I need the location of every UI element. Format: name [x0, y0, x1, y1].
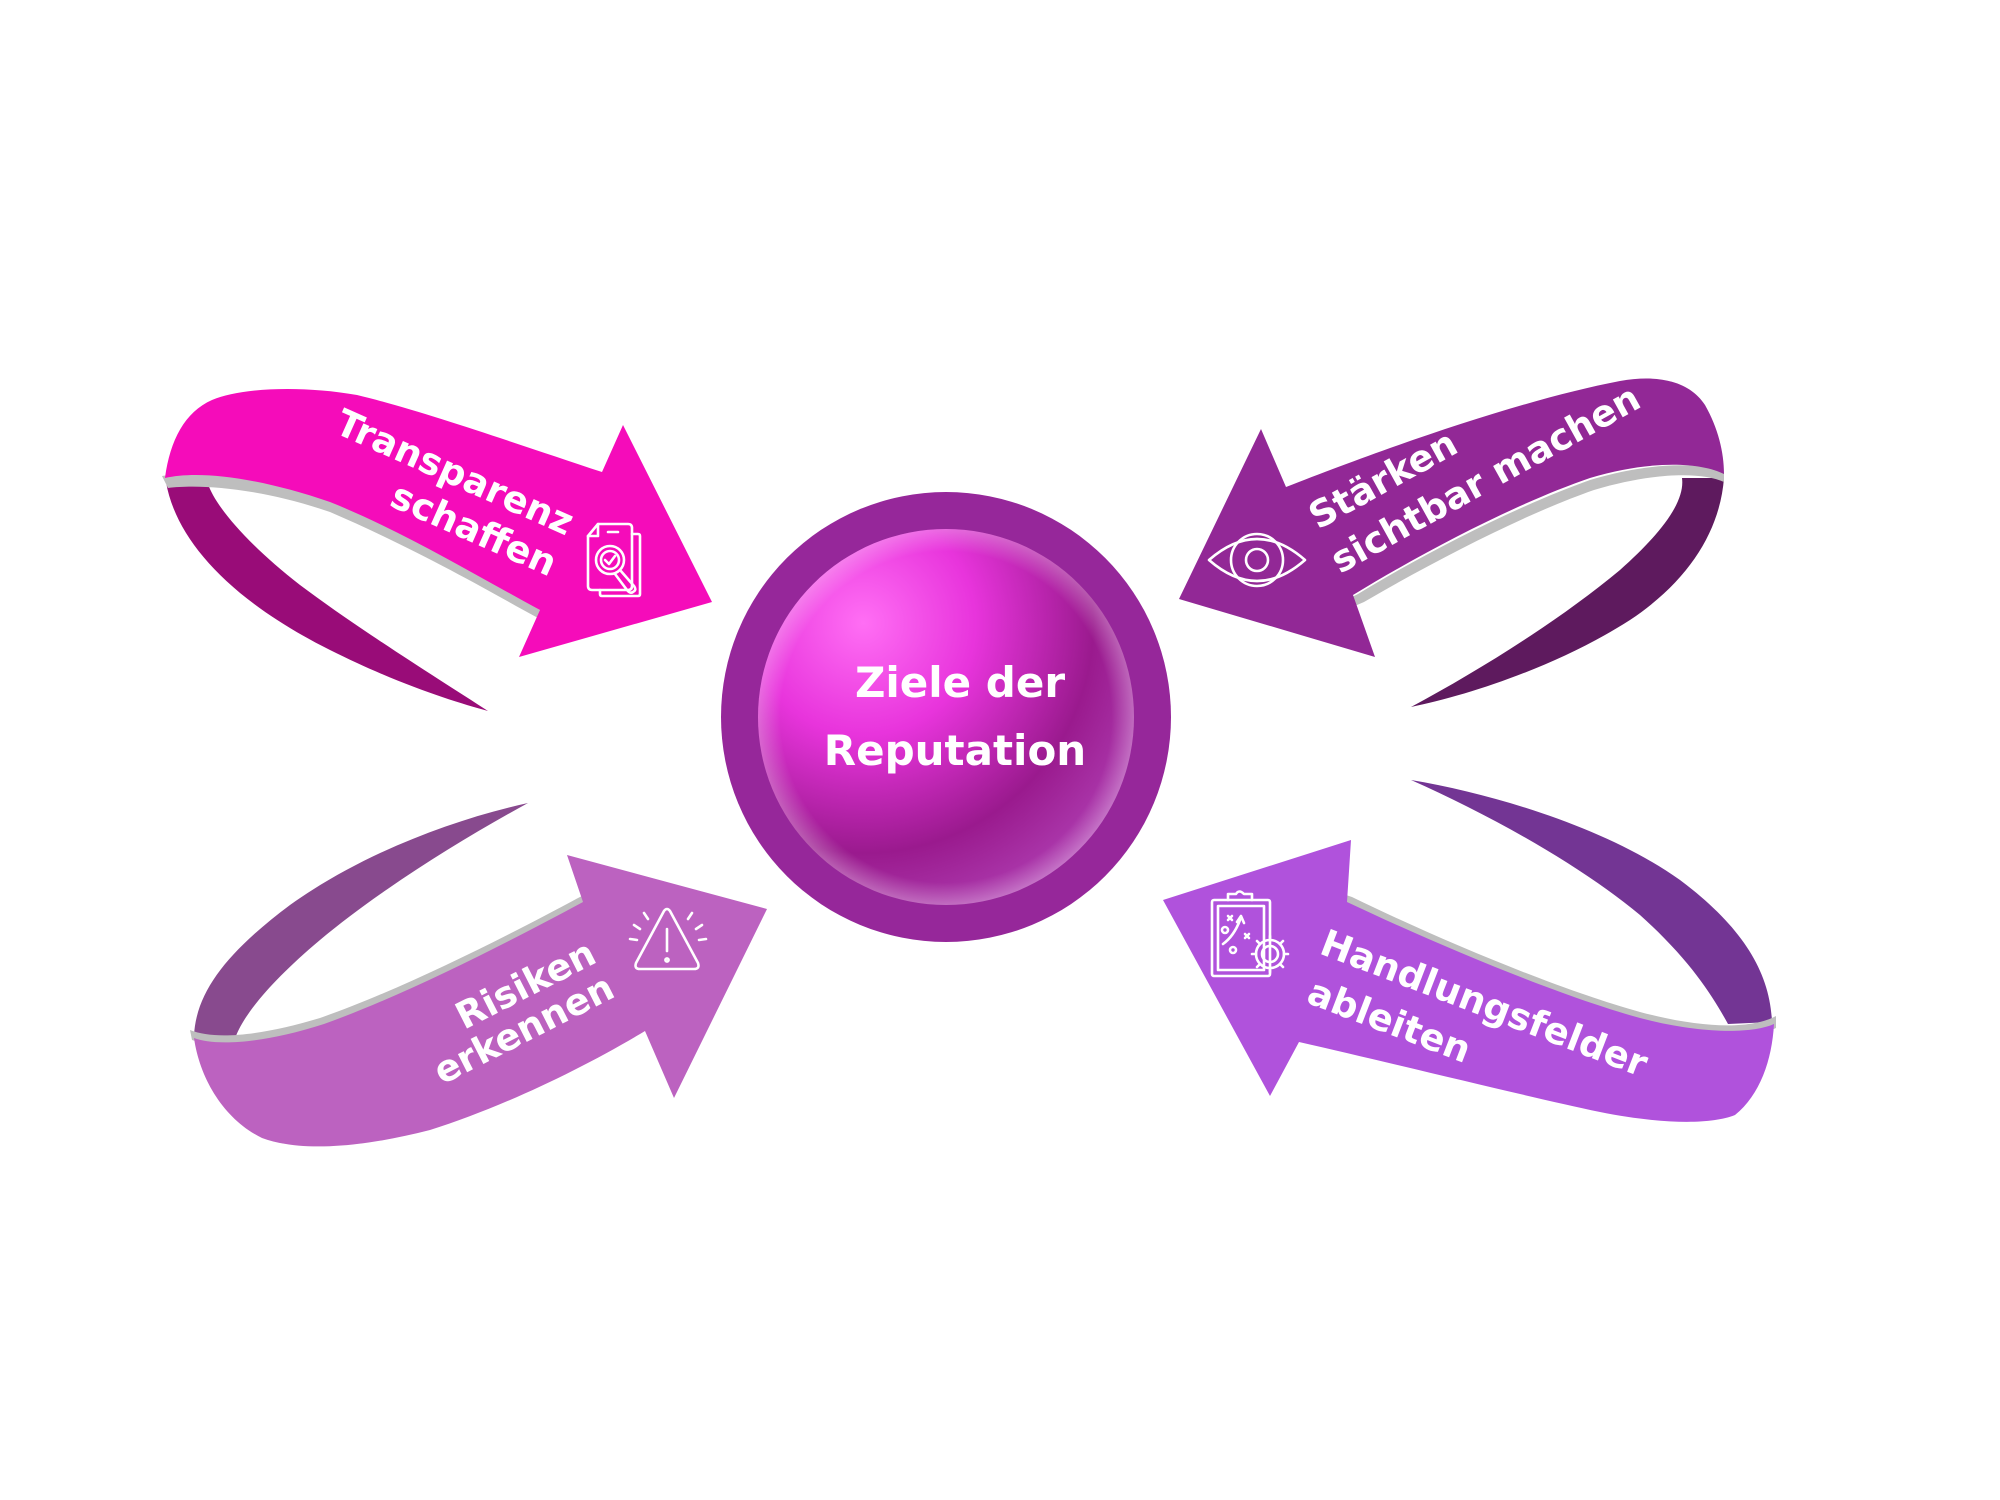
goal-arrow-risiken: Risiken erkennen — [190, 803, 767, 1147]
arrow-tail-handlungsfelder — [1411, 780, 1772, 1024]
arrow-body-handlungsfelder — [1163, 840, 1774, 1122]
arrow-tail-staerken — [1411, 478, 1724, 707]
warning-icon — [628, 907, 708, 971]
goal-arrow-handlungsfelder: Handlungsfelder ableiten — [1163, 780, 1776, 1122]
center-sphere-rim-light — [758, 529, 1134, 905]
center-goal-circle: Ziele der Reputation — [721, 492, 1171, 942]
eye-icon — [1207, 532, 1307, 588]
arrow-body-risiken — [194, 855, 767, 1147]
goal-arrow-staerken: Stärken sichtbar machen — [1179, 376, 1724, 707]
document-search-icon — [586, 522, 642, 598]
arrow-body-transparenz — [165, 388, 712, 657]
arrow-tail-risiken — [194, 803, 528, 1036]
goal-arrow-transparenz: Transparenz schaffen — [162, 388, 712, 711]
strategy-clipboard-gear-icon — [1210, 890, 1290, 978]
arrow-tail-transparenz — [166, 482, 488, 711]
arrow-body-staerken — [1179, 378, 1724, 657]
center-title-line2: Reputation — [824, 726, 1086, 775]
center-title-line1: Ziele der — [855, 658, 1065, 707]
